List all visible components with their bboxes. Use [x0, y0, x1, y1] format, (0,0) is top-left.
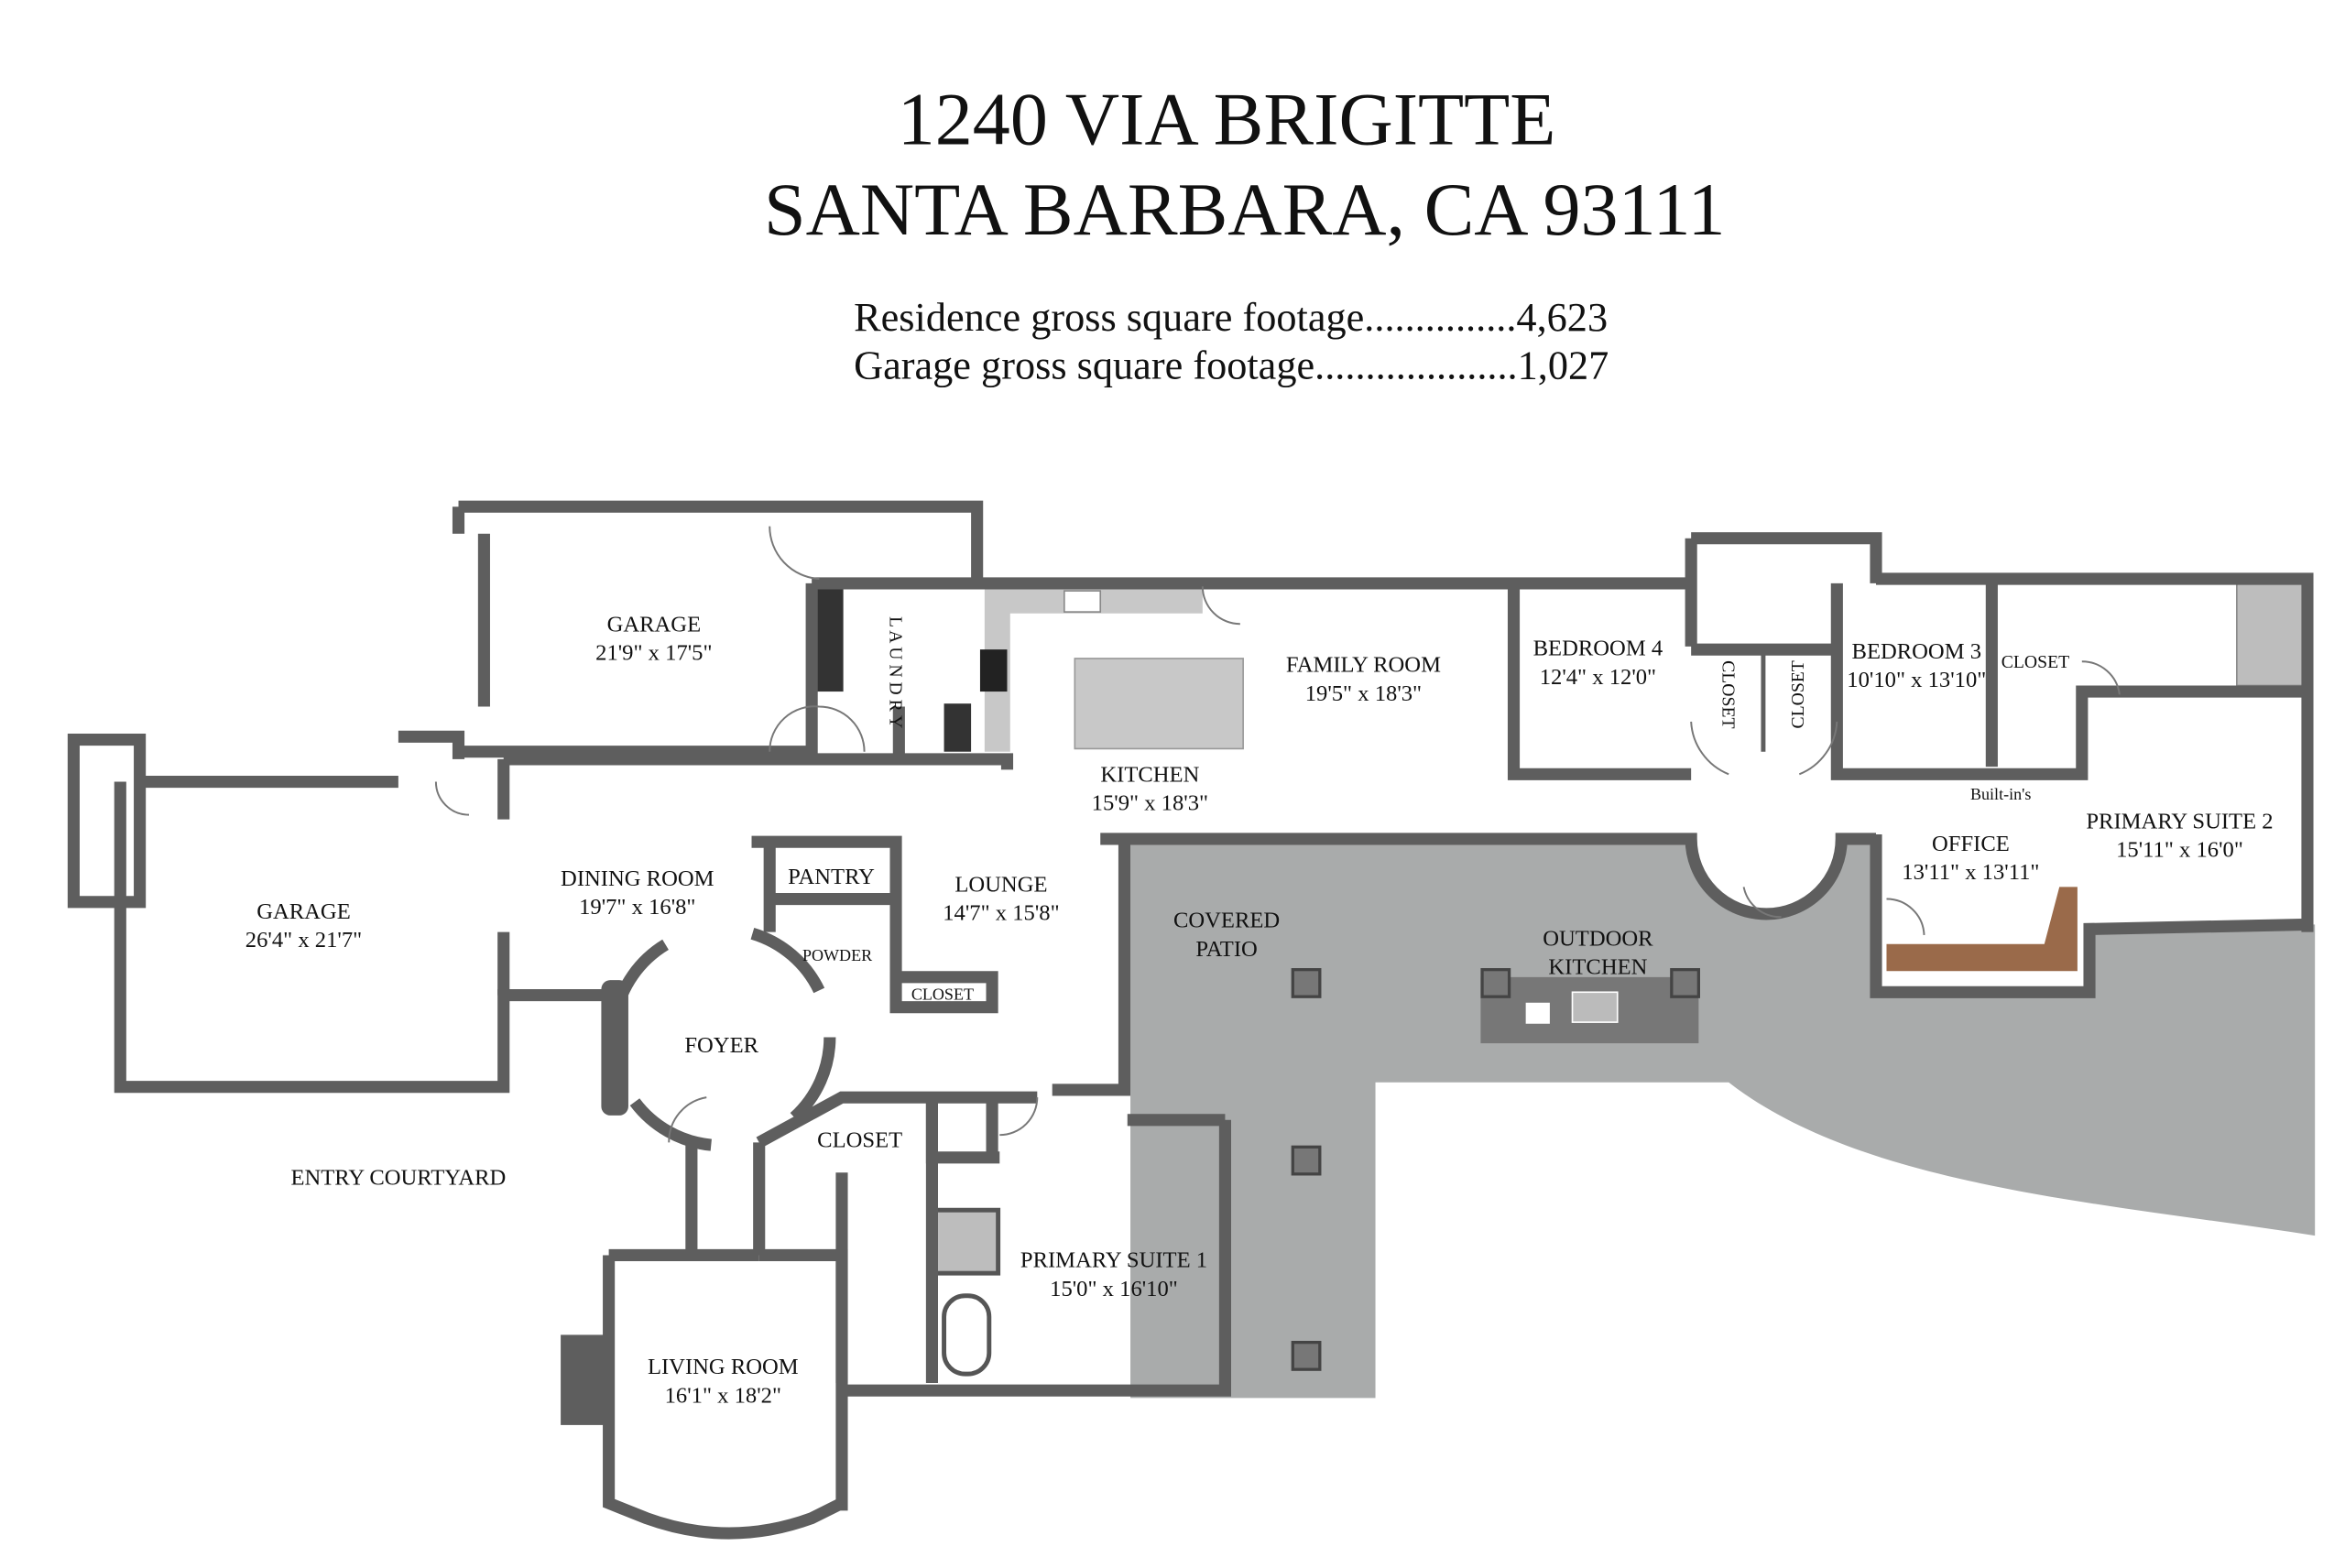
- outdoor-grill: [1571, 991, 1619, 1023]
- outdoor-kitchen-label-1: OUTDOOR: [1543, 926, 1653, 951]
- office-label: OFFICE: [1932, 832, 2010, 856]
- office-size: 13'11" x 13'11": [1902, 860, 2039, 885]
- cooktop: [979, 649, 1008, 692]
- family-room-label: FAMILY ROOM: [1286, 653, 1441, 678]
- outdoor-sink: [1525, 1002, 1550, 1024]
- bedroom-3-label: BEDROOM 3: [1852, 639, 1982, 664]
- garage-left-label: GARAGE: [256, 899, 351, 924]
- closet-lounge: CLOSET: [911, 985, 974, 1003]
- garage-left-size: 26'4" x 21'7": [245, 928, 362, 953]
- closet-bedroom-3: CLOSET: [1788, 660, 1808, 728]
- foyer-label: FOYER: [684, 1033, 758, 1058]
- covered-patio-label-2: PATIO: [1195, 937, 1257, 962]
- garage-square-footage: Garage gross square footage.............…: [854, 343, 1609, 388]
- family-room-size: 19'5" x 18'3": [1305, 681, 1422, 706]
- room-labels: GARAGE 21'9" x 17'5" GARAGE 26'4" x 21'7…: [245, 612, 2274, 1408]
- primary-suite-2-label: PRIMARY SUITE 2: [2086, 809, 2273, 833]
- bedroom-3-size: 10'10" x 13'10": [1847, 668, 1986, 692]
- powder-label: POWDER: [802, 946, 873, 964]
- closet-bedroom-4: CLOSET: [1718, 660, 1739, 728]
- closet-primary-2: CLOSET: [2001, 652, 2069, 672]
- laundry-cabinet-2: [943, 703, 972, 752]
- living-room-size: 16'1" x 18'2": [665, 1383, 781, 1408]
- lounge-label: LOUNGE: [954, 872, 1047, 897]
- entry-courtyard-label: ENTRY COURTYARD: [290, 1165, 506, 1190]
- office-built-in-desk: [1886, 887, 2078, 972]
- kitchen-sink: [1063, 590, 1102, 613]
- shower-primary-1: [933, 1207, 1001, 1276]
- primary-suite-1-label: PRIMARY SUITE 1: [1020, 1248, 1207, 1273]
- patio-columns: [1291, 968, 1700, 1371]
- kitchen-size: 15'9" x 18'3": [1092, 791, 1208, 816]
- living-room-label: LIVING ROOM: [648, 1355, 799, 1379]
- covered-patio-area: [1130, 838, 2316, 1399]
- shower: [2236, 583, 2306, 687]
- address-line-1: 1240 VIA BRIGITTE: [898, 78, 1556, 161]
- built-ins-label: Built-in's: [1970, 785, 2031, 803]
- bedroom-4-size: 12'4" x 12'0": [1540, 665, 1656, 690]
- garage-top-size: 21'9" x 17'5": [595, 641, 712, 666]
- kitchen-island: [1074, 658, 1244, 750]
- laundry-label: L A U N D R Y: [885, 616, 905, 728]
- covered-patio-label-1: COVERED: [1173, 909, 1280, 933]
- dining-room-label: DINING ROOM: [561, 866, 714, 891]
- residence-square-footage: Residence gross square footage..........…: [854, 295, 1608, 340]
- outdoor-kitchen-label-2: KITCHEN: [1548, 955, 1647, 980]
- kitchen-counter: [984, 583, 1203, 752]
- kitchen-label: KITCHEN: [1100, 763, 1199, 788]
- pantry-label: PANTRY: [788, 865, 875, 889]
- garage-top-label: GARAGE: [607, 612, 702, 637]
- primary-suite-1-size: 15'0" x 16'10": [1050, 1277, 1178, 1301]
- bedroom-4-label: BEDROOM 4: [1533, 637, 1663, 661]
- closet-foyer: CLOSET: [817, 1127, 902, 1152]
- laundry-cabinet: [816, 583, 844, 692]
- lounge-size: 14'7" x 15'8": [943, 901, 1059, 926]
- dining-room-size: 19'7" x 16'8": [579, 895, 695, 920]
- doors: [434, 526, 2121, 1143]
- bathtub: [942, 1293, 992, 1377]
- address-line-2: SANTA BARBARA, CA 93111: [764, 168, 1726, 251]
- primary-suite-2-size: 15'11" x 16'0": [2116, 838, 2243, 863]
